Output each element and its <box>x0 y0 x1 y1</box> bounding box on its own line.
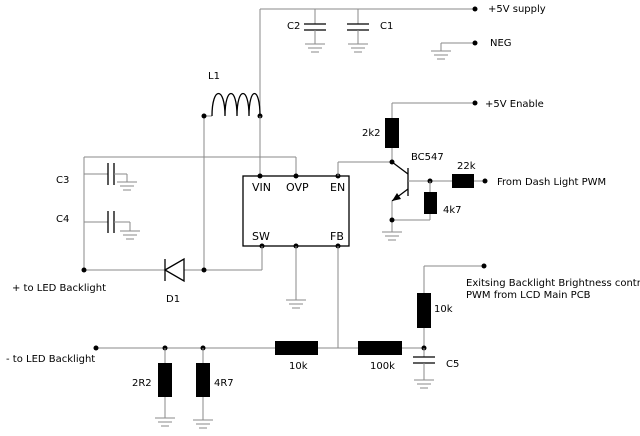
label-led-plus: + to LED Backlight <box>12 283 106 294</box>
terminal-supply <box>472 6 478 12</box>
label-10k-top: 10k <box>434 304 453 315</box>
transistor-bc547 <box>391 161 430 202</box>
diode-d1 <box>163 257 185 283</box>
neg-terminal <box>431 40 478 60</box>
resistor-10k-top <box>417 293 431 328</box>
label-neg: NEG <box>490 38 512 49</box>
shunt-4r7 <box>193 348 213 429</box>
label-bc547: BC547 <box>411 152 444 163</box>
label-c1: C1 <box>380 21 393 32</box>
resistor-2k2 <box>385 118 399 148</box>
enable-line <box>391 100 478 118</box>
label-100k: 100k <box>370 361 395 372</box>
pin-vin: VIN <box>252 181 271 194</box>
label-l1: L1 <box>208 71 220 82</box>
resistor-22k <box>452 174 474 188</box>
label-d1: D1 <box>166 294 180 305</box>
label-c4: C4 <box>56 214 69 225</box>
feedback-line <box>93 246 427 351</box>
pin-sw: SW <box>252 230 270 243</box>
label-2k2: 2k2 <box>362 128 381 139</box>
ovp-rail <box>83 156 297 270</box>
capacitor-c3 <box>84 163 137 191</box>
shunt-2r2 <box>155 348 175 427</box>
resistor-10k-bottom <box>275 341 318 355</box>
label-supply: +5V supply <box>488 4 546 15</box>
pin-ovp: OVP <box>286 181 309 194</box>
label-dash-pwm: From Dash Light PWM <box>497 177 606 188</box>
label-enable: +5V Enable <box>485 99 544 110</box>
label-22k: 22k <box>457 161 476 172</box>
ic-ground <box>286 246 306 309</box>
pin-fb: FB <box>330 230 344 243</box>
resistor-4k7 <box>424 192 437 214</box>
emitter-ground <box>382 201 402 241</box>
base-network <box>392 178 488 221</box>
label-c2: C2 <box>287 21 300 32</box>
label-10k-bottom: 10k <box>289 361 308 372</box>
capacitor-c5 <box>413 348 435 389</box>
label-4r7: 4R7 <box>214 378 234 389</box>
label-2r2: 2R2 <box>132 378 152 389</box>
label-led-minus: - to LED Backlight <box>6 354 95 365</box>
label-4k7: 4k7 <box>443 205 462 216</box>
sw-line <box>81 246 263 273</box>
label-existing-2: PWM from LCD Main PCB <box>466 290 591 301</box>
capacitor-c1 <box>347 9 369 53</box>
label-c5: C5 <box>446 359 459 370</box>
supply-rail <box>259 6 478 116</box>
label-c3: C3 <box>56 175 69 186</box>
label-existing-1: Exitsing Backlight Brightness control <box>466 278 640 289</box>
existing-pwm-line <box>423 263 487 348</box>
inductor-l1 <box>201 93 263 270</box>
capacitor-c2 <box>304 9 326 53</box>
pin-en: EN <box>330 181 345 194</box>
capacitor-c4 <box>84 211 140 240</box>
en-wire <box>337 159 395 176</box>
resistor-100k <box>358 341 402 355</box>
